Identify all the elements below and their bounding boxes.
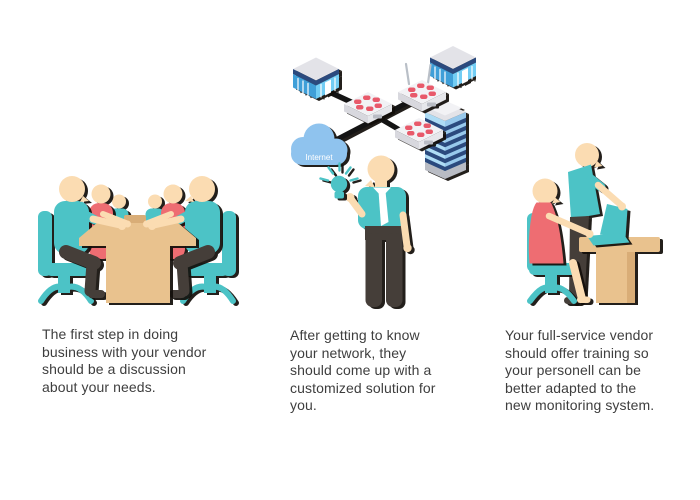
step-3-caption: Your full-service vendor should offer tr… [505,327,655,413]
table-item [124,215,146,223]
idea-lightbulb-icon [319,162,359,199]
trainer-arm [594,181,626,211]
server-building-icon [429,45,476,89]
step-1-caption: The first step in doing business with yo… [42,326,207,395]
network-solution-illustration: Internet [291,45,476,307]
meeting-table-icon [79,222,196,303]
internet-cloud-icon: Internet [291,123,348,165]
laptop-icon [587,204,630,246]
step-2-caption: After getting to know your network, they… [290,327,436,413]
trainee-arm [545,212,594,238]
meeting-illustration [38,176,236,304]
consultant-figure [345,155,412,307]
training-illustration [527,143,660,304]
wireless-antennas [404,62,432,86]
cloud-label: Internet [305,153,333,162]
office-chair-right [180,211,236,304]
arms-on-table [89,211,185,230]
office-chair-left [38,211,94,304]
desk-icon [579,237,660,303]
